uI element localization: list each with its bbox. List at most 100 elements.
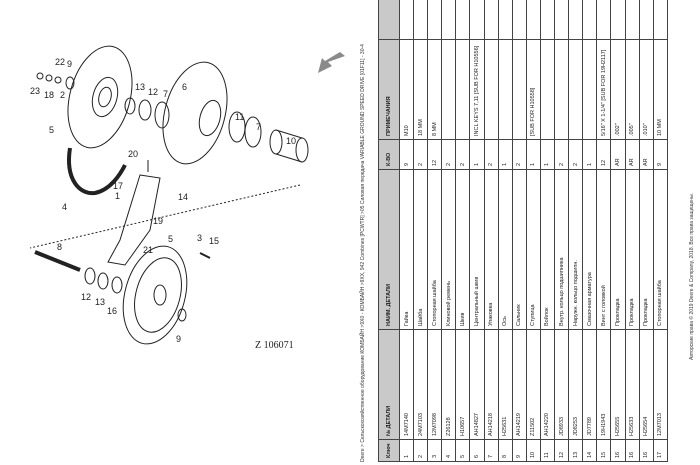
cell-quantity: 1	[469, 139, 485, 170]
cell-quantity: 2	[512, 139, 527, 170]
cell-part-number: H25654	[639, 329, 654, 440]
cell-part-name: Шкив	[455, 169, 470, 330]
cell-key: 2	[413, 439, 428, 462]
cell-key: 7	[484, 439, 499, 462]
cell-blank	[512, 0, 527, 40]
cell-key: 5	[455, 439, 470, 462]
callout: 13	[95, 297, 105, 307]
diagram-id-label: Z 106071	[255, 340, 294, 351]
cell-notes	[484, 39, 499, 140]
cell-part-name: Стопорная шайба	[653, 169, 668, 330]
cell-blank	[568, 0, 583, 40]
cell-part-number: H10657	[455, 329, 470, 440]
callout-labels: 22 9 23 18 2 5 13 12 7 6 11 7 10 20 17 1…	[30, 57, 296, 344]
cell-key: 6	[469, 439, 485, 462]
callout: 14	[178, 192, 188, 202]
cell-part-name: Клиновой ремень	[441, 169, 456, 330]
callout: 12	[81, 292, 91, 302]
column-header-key: Ключ	[378, 439, 400, 462]
callout: 23	[30, 86, 40, 96]
cell-part-number: JD7789	[582, 329, 597, 440]
cell-notes	[568, 39, 583, 140]
callout: 7	[163, 89, 168, 99]
cell-quantity: 1	[526, 139, 541, 170]
callout: 5	[168, 234, 173, 244]
cell-blank	[582, 0, 597, 40]
cell-quantity: 2	[568, 139, 583, 170]
cell-part-name: Прокладка	[639, 169, 654, 330]
cell-blank	[427, 0, 442, 40]
cell-part-name: Сальник	[512, 169, 527, 330]
cell-blank	[554, 0, 569, 40]
cell-part-number: AH14827	[469, 329, 485, 440]
callout: 8	[57, 242, 62, 252]
cell-part-name: Ступица	[526, 169, 541, 330]
cell-blank	[484, 0, 499, 40]
cell-quantity: 2	[441, 139, 456, 170]
shaft	[34, 250, 123, 294]
cell-blank	[441, 0, 456, 40]
cell-key: 11	[540, 439, 555, 462]
cell-blank	[625, 0, 640, 40]
callout: 17	[113, 181, 123, 191]
callout: 19	[153, 216, 163, 226]
callout: 18	[44, 90, 54, 100]
callout: 11	[235, 112, 244, 122]
cell-blank	[653, 0, 668, 40]
cell-blank	[498, 0, 513, 40]
page-header: Deere > Сельскохозяйственное оборудовани…	[360, 44, 366, 462]
bracket	[107, 174, 161, 266]
callout: 3	[197, 233, 202, 243]
cell-notes	[554, 39, 569, 140]
cell-part-name: Смазочная арматура	[582, 169, 597, 330]
callout: 15	[209, 236, 219, 246]
pulley-upper-left	[67, 45, 133, 149]
cell-blank	[610, 0, 625, 40]
cell-part-name: Шайба	[413, 169, 428, 330]
cell-quantity: 1	[582, 139, 597, 170]
cell-part-number: Z26128	[441, 329, 456, 440]
callout: 16	[107, 306, 117, 316]
cell-part-name: Войлок	[540, 169, 555, 330]
cell-key: 17	[653, 439, 668, 462]
cell-notes: .005"	[625, 39, 640, 140]
cell-quantity: 12	[596, 139, 611, 170]
cell-key: 1	[399, 439, 414, 462]
cell-key: 12	[554, 439, 569, 462]
cell-key: 13	[568, 439, 583, 462]
cell-notes	[512, 39, 527, 140]
cell-part-number: AH14220	[540, 329, 555, 440]
callout: 9	[176, 334, 181, 344]
cell-part-number: AH14219	[512, 329, 527, 440]
cell-part-number: JD8253	[568, 329, 583, 440]
cell-quantity: 2	[455, 139, 470, 170]
cell-part-name: Упаковка	[484, 169, 499, 330]
cell-part-number: H25633	[625, 329, 640, 440]
cell-part-name: Внутр. кольцо подшипника	[554, 169, 569, 330]
column-header-part-number: № ДЕТАЛИ	[378, 329, 400, 440]
cell-quantity: 1	[498, 139, 513, 170]
cell-part-number: JD8933	[554, 329, 569, 440]
cell-blank	[639, 0, 654, 40]
callout: 5	[49, 125, 54, 135]
copyright-footer: Авторские права © 2019 Deere & Company, …	[689, 193, 695, 360]
callout: 4	[62, 202, 67, 212]
cell-quantity: 9	[653, 139, 668, 170]
cell-part-number: 24M7103	[413, 329, 428, 440]
cell-part-name: Центральный шкив	[469, 169, 485, 330]
cell-key: 3	[427, 439, 442, 462]
